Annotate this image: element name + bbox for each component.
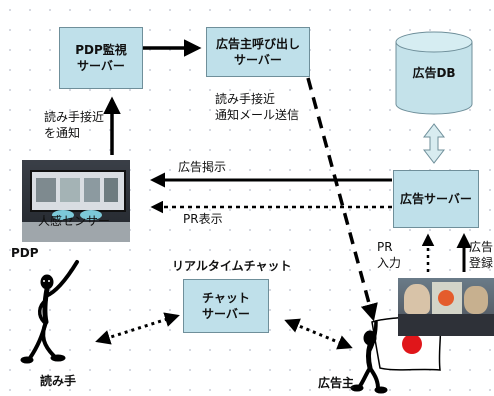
notify-mail-label: 読み手接近 通知メール送信 xyxy=(215,92,299,123)
pdp-sensor-photo xyxy=(22,160,130,242)
pdp-label: PDP xyxy=(11,246,39,260)
notify-mail-line1: 読み手接近 xyxy=(215,92,276,106)
advertiser-label: 広告主 xyxy=(318,376,355,390)
pr-input-label: PR 入力 xyxy=(377,240,401,271)
notify-reader-label: 読み手接近 を通知 xyxy=(44,110,104,141)
reader-figure xyxy=(20,260,79,364)
pr-display-label: PR表示 xyxy=(183,212,223,226)
ad-db-cylinder xyxy=(395,31,473,115)
ad-server-label: 広告サーバー xyxy=(400,191,472,206)
arrow-call-to-advertiser xyxy=(306,77,378,322)
ad-call-server-line1: 広告主呼び出し xyxy=(215,36,300,51)
ad-call-server-line2: サーバー xyxy=(234,53,282,67)
reader-label: 読み手 xyxy=(40,374,77,388)
ad-server: 広告サーバー xyxy=(393,170,479,228)
advertiser-crowd-photo xyxy=(398,278,494,336)
chat-server-line2: サーバー xyxy=(202,307,250,321)
pr-input-line2: 入力 xyxy=(377,255,402,270)
chat-server-line1: チャット xyxy=(202,290,250,305)
arrow-reader-chat xyxy=(95,312,180,345)
arrow-chat-advertiser xyxy=(284,318,353,350)
chat-server: チャット サーバー xyxy=(183,279,269,333)
sensor-label: 人感センサー xyxy=(38,214,111,228)
realtime-chat-label: リアルタイムチャット xyxy=(172,259,292,273)
pdp-monitor-server-line1: PDP監視 xyxy=(75,42,127,57)
ad-db-label: 広告DB xyxy=(412,66,456,80)
ad-register-line1: 広告 xyxy=(469,240,494,254)
notify-mail-line2: 通知メール送信 xyxy=(215,107,300,122)
pdp-monitor-server-line2: サーバー xyxy=(77,59,125,73)
ad-register-line2: 登録 xyxy=(469,255,494,270)
db-server-double-arrow xyxy=(422,123,446,164)
ad-register-label: 広告 登録 xyxy=(469,240,493,271)
ad-call-server: 広告主呼び出し サーバー xyxy=(206,27,310,77)
notify-reader-line2: を通知 xyxy=(44,125,81,140)
notify-reader-line1: 読み手接近 xyxy=(44,110,105,124)
pr-input-line1: PR xyxy=(377,240,393,254)
ad-post-label: 広告掲示 xyxy=(178,160,227,174)
pdp-monitor-server: PDP監視 サーバー xyxy=(59,27,143,89)
